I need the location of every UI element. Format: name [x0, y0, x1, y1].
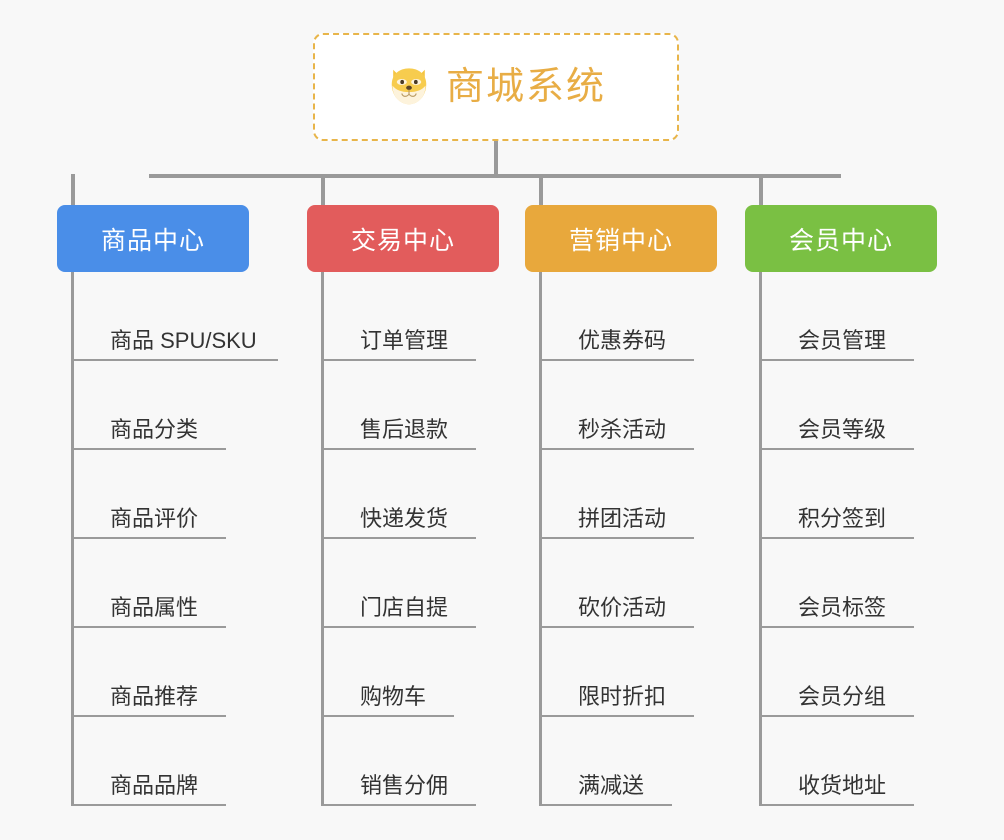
item-label: 拼团活动 [578, 506, 667, 531]
item-label: 订单管理 [360, 328, 449, 353]
list-item[interactable]: 商品属性 [74, 539, 249, 628]
dog-face-icon [391, 68, 427, 105]
item-label: 快递发货 [360, 506, 449, 531]
list-item[interactable]: 订单管理 [324, 272, 499, 361]
root-node[interactable]: 商城系统 [313, 33, 679, 141]
item-label: 商品推荐 [110, 684, 199, 709]
column-trade-center: 交易中心订单管理售后退款快递发货门店自提购物车销售分佣 [307, 205, 499, 806]
drop-connector-marketing-center [539, 174, 543, 206]
item-list-trade-center: 订单管理售后退款快递发货门店自提购物车销售分佣 [321, 272, 499, 806]
item-label: 商品评价 [110, 506, 199, 531]
item-label: 满减送 [578, 773, 645, 798]
item-list-marketing-center: 优惠券码秒杀活动拼团活动砍价活动限时折扣满减送 [539, 272, 717, 806]
column-product-center: 商品中心商品 SPU/SKU 商品分类商品评价商品属性商品推荐商品品牌 [57, 205, 278, 806]
category-box-trade-center[interactable]: 交易中心 [307, 205, 499, 272]
item-label: 门店自提 [360, 595, 449, 620]
category-box-product-center[interactable]: 商品中心 [57, 205, 249, 272]
category-label: 商品中心 [100, 226, 205, 255]
drop-connector-trade-center [321, 174, 325, 206]
list-item[interactable]: 收货地址 [762, 717, 937, 806]
item-label: 收货地址 [798, 773, 887, 798]
list-item[interactable]: 限时折扣 [542, 628, 717, 717]
category-label: 交易中心 [350, 226, 455, 255]
item-label: 限时折扣 [578, 684, 667, 709]
item-list-member-center: 会员管理会员等级积分签到会员标签会员分组收货地址 [759, 272, 937, 806]
category-label: 会员中心 [788, 226, 893, 255]
item-label: 砍价活动 [578, 595, 667, 620]
list-item[interactable]: 商品分类 [74, 361, 249, 450]
item-label: 会员分组 [798, 684, 887, 709]
item-label: 秒杀活动 [578, 417, 667, 442]
list-item[interactable]: 拼团活动 [542, 450, 717, 539]
list-item[interactable]: 会员等级 [762, 361, 937, 450]
category-box-marketing-center[interactable]: 营销中心 [525, 205, 717, 272]
item-label: 商品属性 [110, 595, 199, 620]
item-label: 会员管理 [798, 328, 887, 353]
item-label: 销售分佣 [360, 773, 449, 798]
list-item[interactable]: 商品推荐 [74, 628, 249, 717]
list-item[interactable]: 门店自提 [324, 539, 499, 628]
item-label: 优惠券码 [578, 328, 667, 353]
list-item[interactable]: 积分签到 [762, 450, 937, 539]
list-item[interactable]: 秒杀活动 [542, 361, 717, 450]
list-item[interactable]: 会员分组 [762, 628, 937, 717]
item-label: 购物车 [360, 684, 427, 709]
list-item[interactable]: 商品 SPU/SKU [74, 272, 278, 361]
list-item[interactable]: 商品品牌 [74, 717, 249, 806]
category-box-member-center[interactable]: 会员中心 [745, 205, 937, 272]
item-label: 会员标签 [798, 595, 887, 620]
root-stem-connector [494, 141, 498, 177]
list-item[interactable]: 商品评价 [74, 450, 249, 539]
item-label: 商品 SPU/SKU [110, 328, 257, 353]
column-marketing-center: 营销中心优惠券码秒杀活动拼团活动砍价活动限时折扣满减送 [525, 205, 717, 806]
horizontal-bus-connector [149, 174, 841, 178]
list-item[interactable]: 售后退款 [324, 361, 499, 450]
column-member-center: 会员中心会员管理会员等级积分签到会员标签会员分组收货地址 [745, 205, 937, 806]
category-label: 营销中心 [568, 226, 673, 255]
list-item[interactable]: 满减送 [542, 717, 717, 806]
item-label: 售后退款 [360, 417, 449, 442]
list-item[interactable]: 销售分佣 [324, 717, 499, 806]
list-item[interactable]: 购物车 [324, 628, 499, 717]
root-title: 商城系统 [445, 66, 606, 108]
list-item[interactable]: 砍价活动 [542, 539, 717, 628]
list-item[interactable]: 会员管理 [762, 272, 937, 361]
list-item[interactable]: 快递发货 [324, 450, 499, 539]
list-item[interactable]: 优惠券码 [542, 272, 717, 361]
item-list-product-center: 商品 SPU/SKU 商品分类商品评价商品属性商品推荐商品品牌 [71, 272, 278, 806]
item-label: 会员等级 [798, 417, 887, 442]
item-label: 积分签到 [798, 506, 887, 531]
item-label: 商品品牌 [110, 773, 199, 798]
list-item[interactable]: 会员标签 [762, 539, 937, 628]
item-label: 商品分类 [110, 417, 199, 442]
drop-connector-product-center [71, 174, 75, 206]
drop-connector-member-center [759, 174, 763, 206]
